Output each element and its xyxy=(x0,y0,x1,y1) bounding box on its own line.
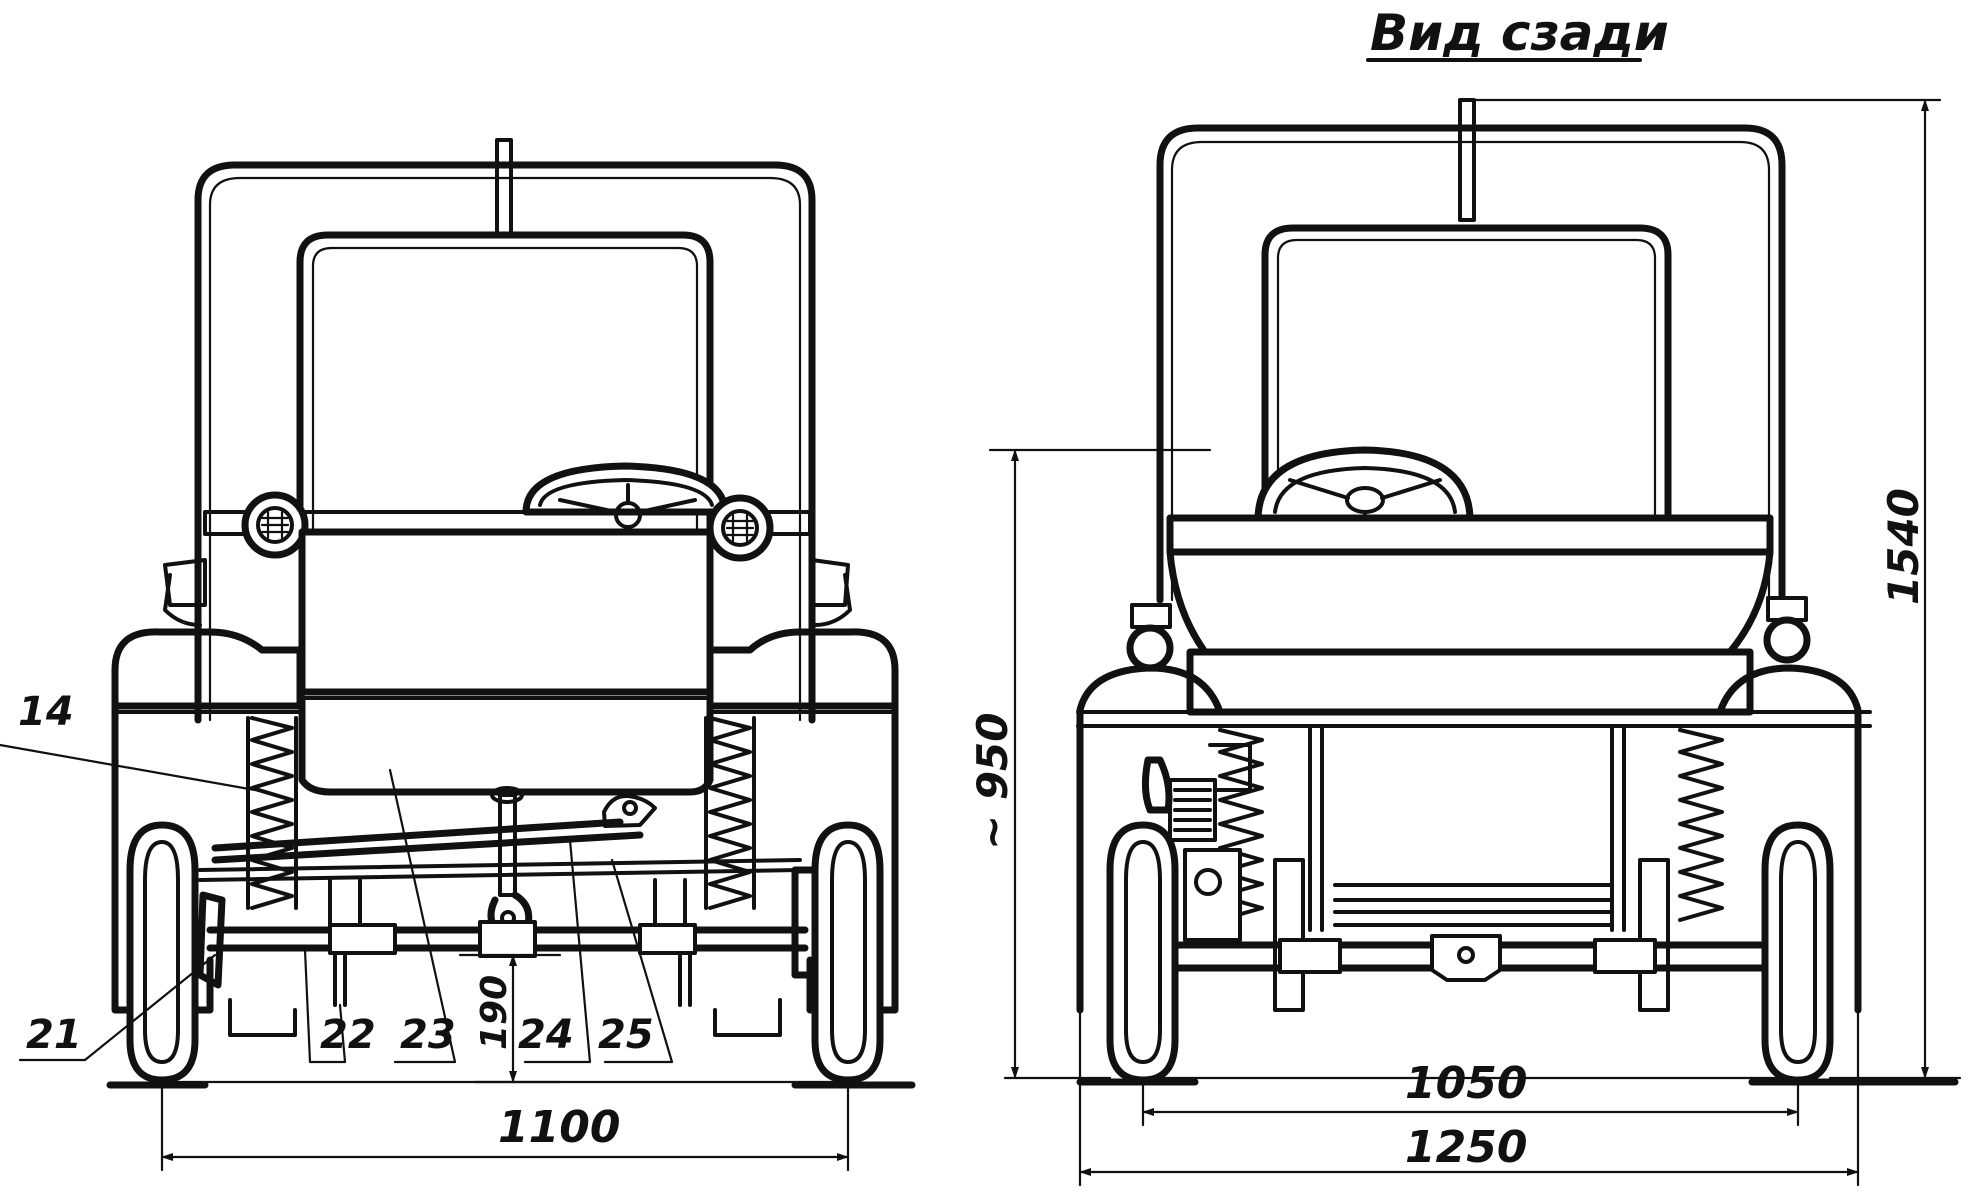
callout-22: 22 xyxy=(320,1012,376,1058)
rear-steering-wheel xyxy=(1254,446,1474,524)
rear-frame-rail xyxy=(1076,710,1872,728)
dim-rear-track-label: 1050 xyxy=(1405,1058,1527,1109)
leader-24 xyxy=(523,838,592,1064)
callout-23: 23 xyxy=(400,1012,456,1058)
dim-front-track-label: 1100 xyxy=(498,1102,620,1153)
front-body-panel xyxy=(298,528,714,696)
front-headlight-right xyxy=(706,494,774,562)
front-left-spring xyxy=(250,716,294,910)
front-right-spring xyxy=(708,716,752,910)
rear-right-wheel xyxy=(1761,821,1834,1084)
callout-14: 14 xyxy=(18,689,74,735)
rear-left-wheel xyxy=(1106,821,1179,1084)
leader-14 xyxy=(0,743,257,792)
dim-overall-width-label: 1250 xyxy=(1405,1122,1527,1173)
rear-outer-roll-bar xyxy=(1156,124,1786,604)
rear-left-fender xyxy=(1076,664,1224,1014)
rear-inner-roll-bar xyxy=(1261,224,1672,524)
front-view xyxy=(0,138,916,1172)
front-outer-roll-bar xyxy=(194,161,816,724)
front-headlight-left xyxy=(241,491,309,559)
rear-antenna xyxy=(1458,98,1476,222)
front-inner-roll-bar xyxy=(296,231,714,544)
dim-overall-height-label: 1540 xyxy=(1879,488,1928,605)
rear-view xyxy=(988,58,1962,1187)
callout-25: 25 xyxy=(598,1012,654,1058)
rear-taillight-right xyxy=(1763,596,1811,664)
leader-23 xyxy=(388,768,457,1064)
rear-seat-back xyxy=(1166,514,1774,556)
leader-22 xyxy=(303,948,347,1064)
dim-body-height-label: ~ 950 xyxy=(968,713,1017,850)
dim-ground-clearance-label: 190 xyxy=(474,975,515,1050)
front-tie-rod xyxy=(211,818,624,852)
callout-24: 24 xyxy=(518,1012,574,1058)
front-right-wheel xyxy=(811,821,884,1084)
rear-right-spring xyxy=(1678,728,1724,922)
view-title: Вид сзади xyxy=(1370,4,1669,62)
rear-body-tub xyxy=(1166,548,1774,656)
front-left-wheel xyxy=(126,821,199,1084)
rear-taillight-left xyxy=(1126,603,1174,672)
front-lower-skirt xyxy=(298,694,714,796)
callout-21: 21 xyxy=(26,1012,82,1058)
front-steering-wheel xyxy=(522,462,729,529)
leader-21 xyxy=(18,953,217,1062)
rear-engine xyxy=(1141,743,1252,942)
rear-right-fender xyxy=(1716,664,1862,1014)
front-antenna xyxy=(495,138,513,237)
leader-25 xyxy=(603,858,674,1064)
